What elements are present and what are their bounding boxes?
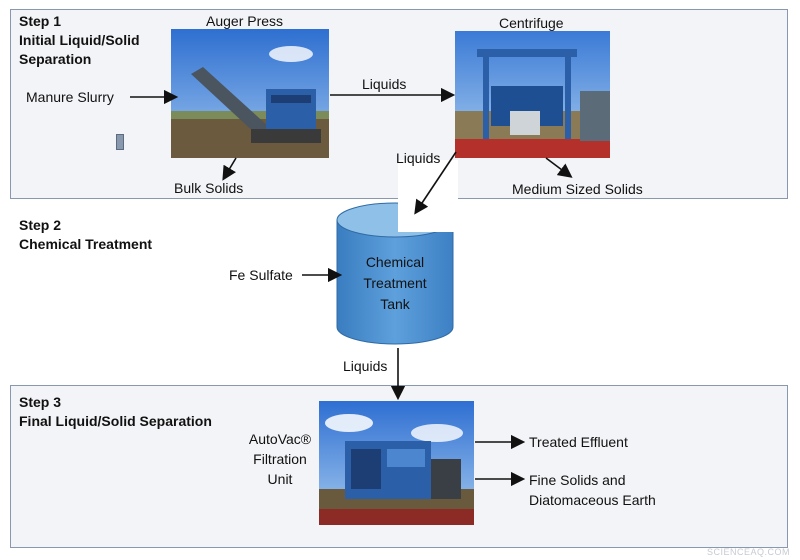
autovac-label: AutoVac® Filtration Unit [248, 431, 312, 487]
watermark: SCIENCEAQ.COM [706, 547, 790, 557]
tank-label: Chemical Treatment Tank [363, 254, 427, 312]
liquids-label-step1: Liquids [362, 76, 407, 92]
bulk-solids-arrow [222, 157, 237, 181]
medium-solids-arrow [545, 157, 573, 178]
centrifuge-label: Centrifuge [499, 15, 564, 31]
auger-press-photo [171, 29, 329, 158]
centrifuge-to-tank-arrow [414, 151, 457, 215]
step2-title: Step 2 Chemical Treatment [19, 217, 153, 252]
liquids-label-step2: Liquids [343, 358, 388, 374]
fe-sulfate-label: Fe Sulfate [229, 267, 293, 283]
liquids-label-to-tank: Liquids [396, 150, 441, 166]
medium-solids-label: Medium Sized Solids [512, 181, 643, 197]
autovac-photo [319, 401, 474, 525]
bulk-solids-label: Bulk Solids [174, 180, 244, 196]
step1-title: Step 1 Initial Liquid/Solid Separation [19, 13, 140, 67]
centrifuge-photo [455, 31, 610, 158]
treated-effluent-label: Treated Effluent [529, 434, 628, 450]
liquids-notch [398, 160, 458, 232]
manure-slurry-label: Manure Slurry [26, 89, 114, 105]
small-marker-icon [116, 134, 124, 150]
auger-press-label: Auger Press [206, 13, 284, 29]
step3-title: Step 3 Final Liquid/Solid Separation [19, 394, 212, 429]
fine-solids-label: Fine Solids and Diatomaceous Earth [529, 472, 656, 508]
